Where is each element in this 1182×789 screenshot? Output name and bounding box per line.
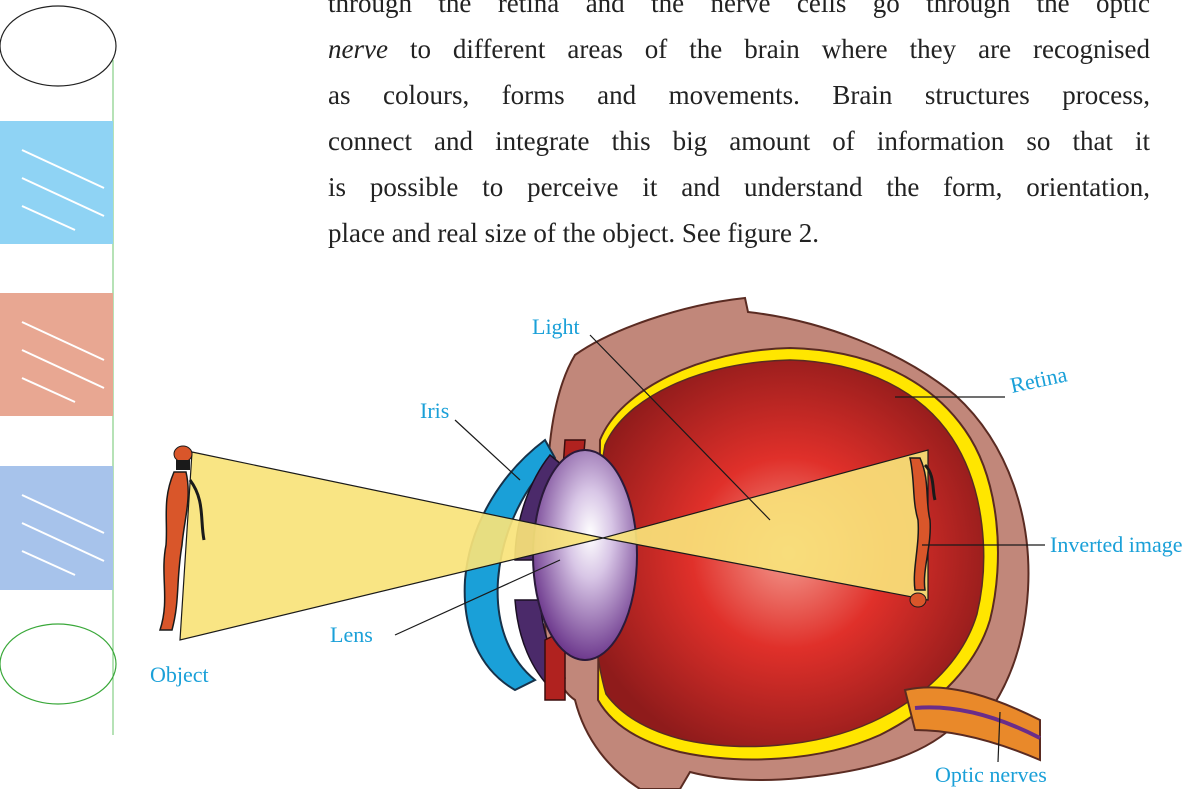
label-light: Light — [532, 314, 580, 339]
optic-nerve — [905, 687, 1040, 760]
lens-body — [533, 450, 637, 660]
label-optic-nerves: Optic nerves — [935, 762, 1047, 787]
iris-pointer — [455, 420, 520, 480]
label-iris: Iris — [420, 398, 449, 423]
label-lens: Lens — [330, 622, 373, 647]
label-inverted-image: Inverted image — [1050, 532, 1182, 557]
label-object: Object — [150, 662, 209, 687]
label-retina: Retina — [1008, 361, 1070, 397]
